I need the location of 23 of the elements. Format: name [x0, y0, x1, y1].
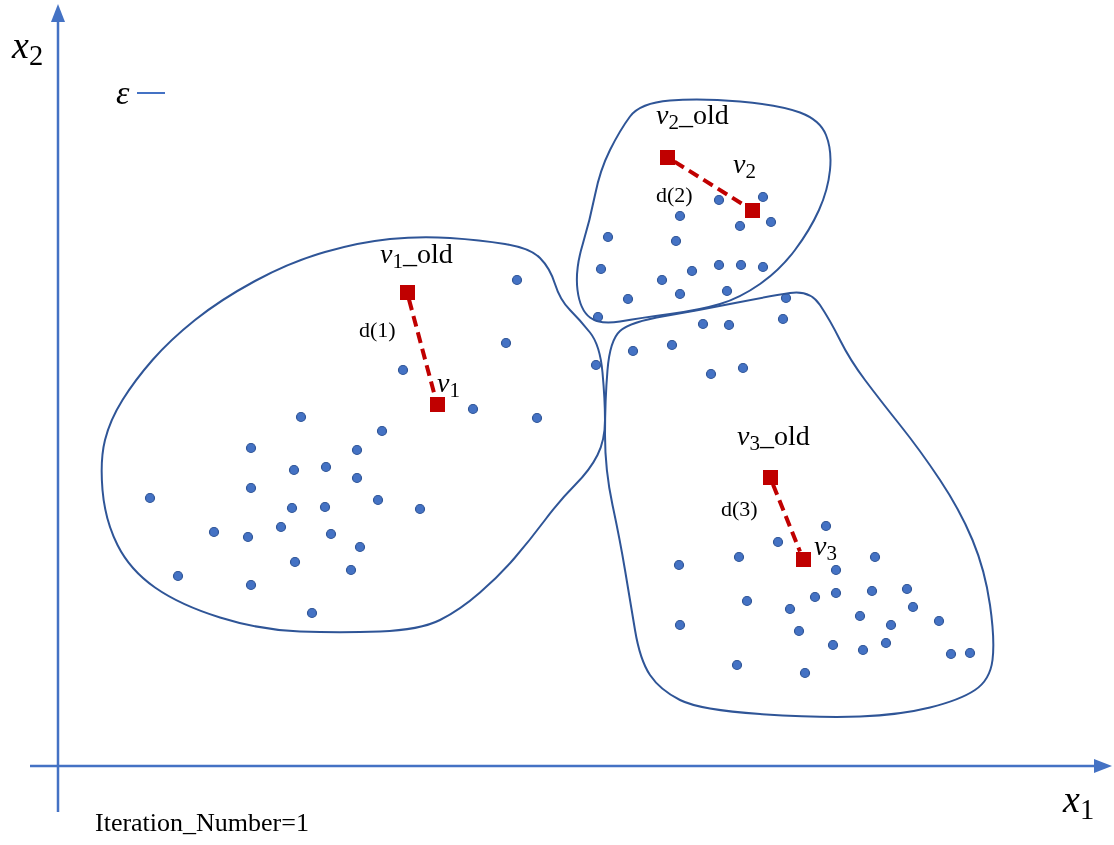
iteration-note: Iteration_Number=1	[95, 810, 309, 836]
centroid-label: v$_{1}$	[437, 369, 460, 397]
centroid-marker	[795, 551, 811, 567]
cluster-outline	[573, 96, 834, 327]
cluster-outline	[603, 288, 997, 720]
centroid-marker	[659, 149, 675, 165]
centroid-marker	[399, 284, 415, 300]
edge-label: d(1)	[359, 319, 396, 341]
axis-label: x$_{1}$	[1063, 780, 1095, 818]
legend-label: ε	[116, 76, 130, 110]
axis-label: x$_{2}$	[12, 26, 44, 64]
centroid-label: v$_{3}$_old	[737, 422, 810, 450]
edge-label: d(2)	[656, 184, 693, 206]
centroid-label: v$_{3}$	[814, 532, 837, 560]
centroid-label: v$_{1}$_old	[380, 240, 453, 268]
centroid-marker	[744, 202, 760, 218]
centroid-label: v$_{2}$_old	[656, 101, 729, 129]
edge-label: d(3)	[721, 498, 758, 520]
centroid-label: v$_{2}$	[733, 150, 756, 178]
cluster-outline	[98, 234, 607, 635]
distance-line	[771, 483, 802, 553]
centroid-marker	[429, 396, 445, 412]
centroid-marker	[762, 469, 778, 485]
